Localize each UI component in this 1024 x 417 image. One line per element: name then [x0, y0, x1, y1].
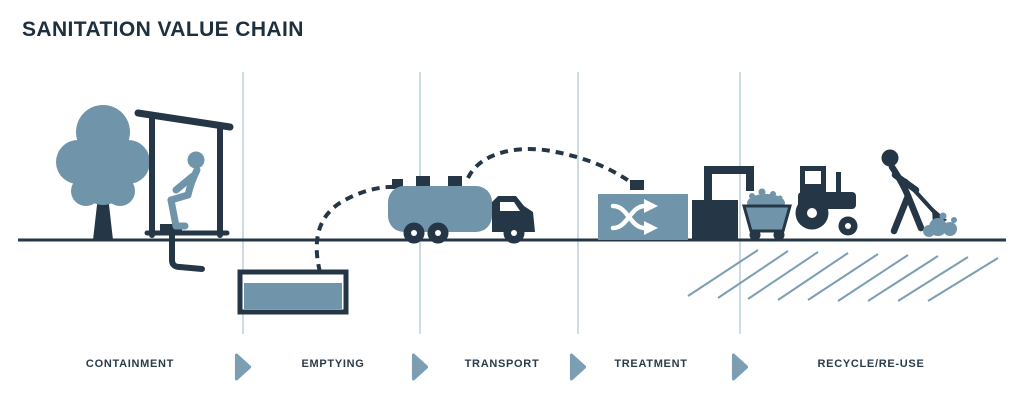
transfer-hose: [466, 147, 644, 190]
latrine-pipe: [169, 230, 205, 272]
stage-label-emptying: EMPTYING: [301, 358, 365, 370]
diagram-canvas: [18, 72, 1006, 334]
tractor-icon: [795, 166, 858, 236]
outlet-pipe-icon: [704, 166, 754, 202]
suction-hose: [314, 184, 399, 273]
latrine-icon: [134, 109, 234, 238]
farmer-shoveling-icon: [881, 149, 957, 237]
person-squatting-icon: [167, 151, 205, 230]
stage-labels-row: CONTAINMENT EMPTYING TRANSPORT TREATMENT…: [0, 350, 1024, 384]
chevron-right-icon: [411, 353, 429, 381]
vacuum-truck-icon: [388, 176, 535, 244]
chevron-right-icon: [569, 353, 587, 381]
septic-tank-icon: [237, 269, 349, 315]
treatment-plant-icon: [598, 166, 754, 240]
stage-label-transport: TRANSPORT: [464, 358, 540, 370]
sludge-pile: [923, 212, 957, 237]
stage-label-containment: CONTAINMENT: [85, 358, 175, 370]
shuffle-arrows-icon: [610, 199, 658, 235]
chevron-right-icon: [731, 353, 749, 381]
field-lines: [687, 249, 999, 302]
cart-icon: [742, 188, 792, 241]
tree-icon: [56, 105, 150, 240]
chevron-right-icon: [234, 353, 252, 381]
stage-label-recycle-reuse: RECYCLE/RE-USE: [817, 358, 925, 370]
page-title: SANITATION VALUE CHAIN: [22, 18, 304, 41]
stage-label-treatment: TREATMENT: [614, 358, 688, 370]
